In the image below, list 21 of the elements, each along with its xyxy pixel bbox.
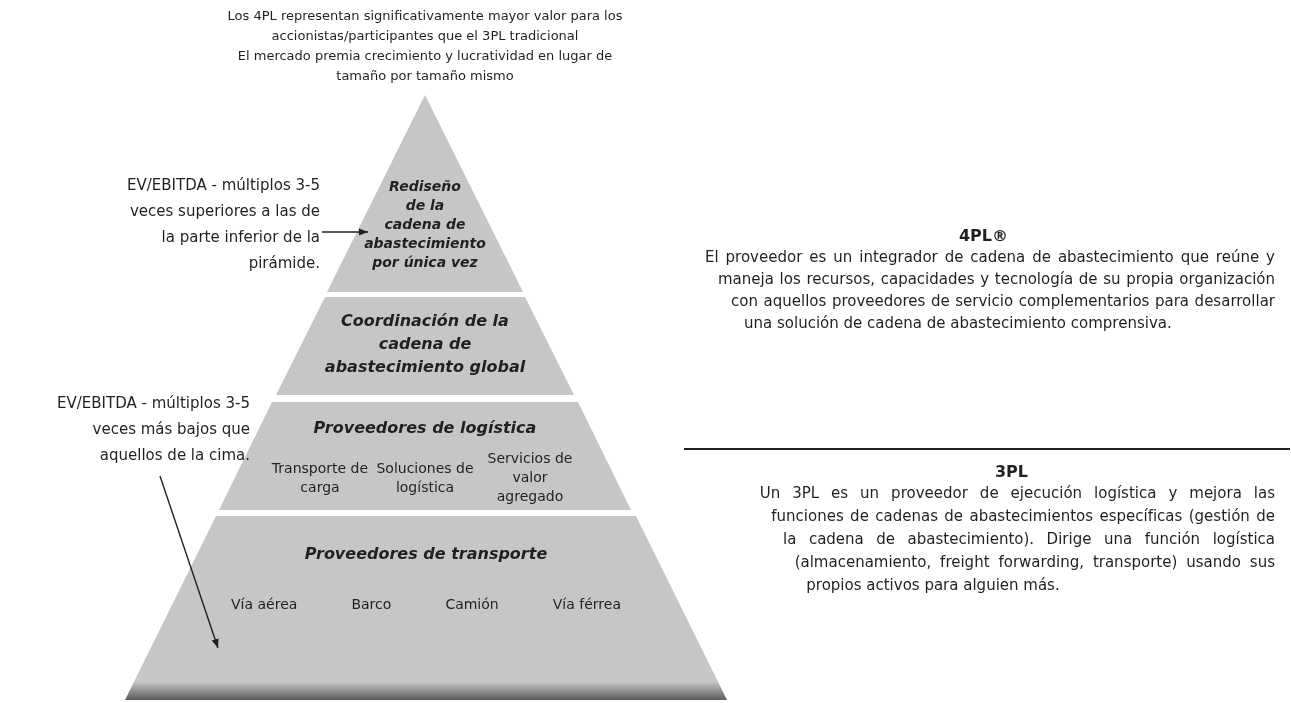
note-text: EV/EBITDA - múltiplos 3-5 veces superiores a las de la parte inferior de la pirámide. [126,175,320,274]
section-heading: 4PL® [957,226,1010,246]
layer-item: Vía aérea [231,595,298,614]
layer-item: Servicios de valor agregado [486,449,574,506]
description-text: El proveedor es un integrador de cadena de abastecimiento que reúne y maneja los recursos, capacidades y tecnología de su propia organización con aquellos proveedores de servicio complementarios para desarrollar una solución de cadena de abastecimiento comprensiva. [704,247,1275,334]
note-text: El mercado premia crecimiento y lucratividad en lugar de tamaño por tamaño mismo [236,47,614,85]
layer-item: Transporte de carga [270,458,370,497]
layer-title: Proveedores de logística [312,417,538,439]
layer-item: Barco [351,595,392,614]
note-text: EV/EBITDA - múltiplos 3-5 veces más bajos que aquellos de la cima. [56,393,250,466]
layer-item: Camión [445,595,499,614]
layer-item: Vía férrea [552,595,621,614]
layer-title: Rediseño de la cadena de abastecimiento por única vez [363,177,487,272]
section-heading: 3PL [993,462,1030,482]
note-text: Los 4PL representan significativamente mayor valor para los accionistas/participantes que el 3PL tradicional [226,7,624,45]
arrow [159,475,219,649]
layer-title: Proveedores de transporte [303,543,549,565]
arrow [321,228,369,236]
description-text: Un 3PL es un proveedor de ejecución logística y mejora las funciones de cadenas de abastecimientos específicas (gestión de la cadena de abastecimiento). Dirige una función logística (almacenamiento, freight forwarding, transporte) usando sus propios activos para alguien más. [758,483,1275,596]
layer-item: Soluciones de logística [375,458,475,497]
layer-title: Coordinación de la cadena de abastecimiento global [323,310,527,378]
